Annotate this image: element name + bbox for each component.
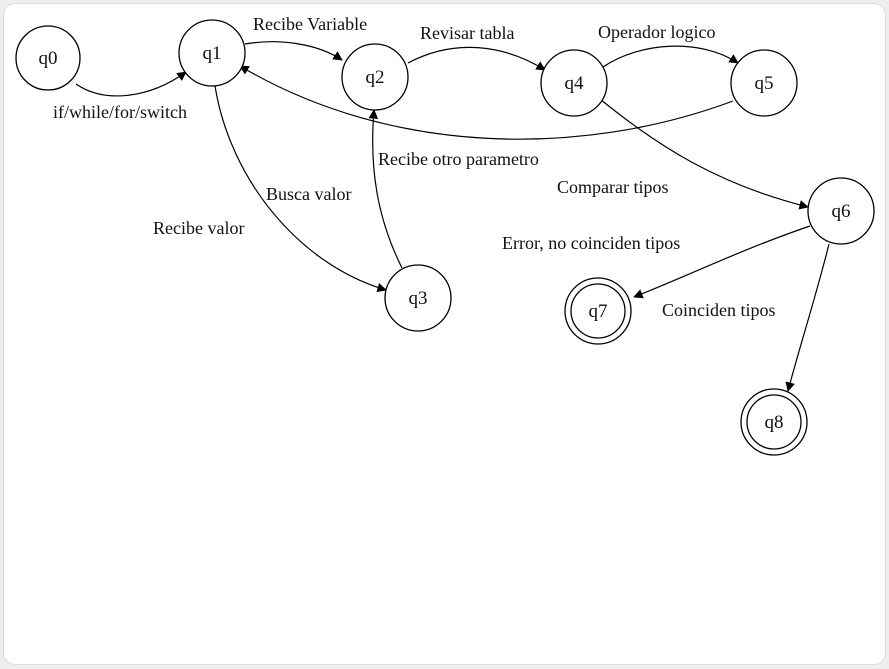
state-label-q5: q5 [755,73,774,94]
diagram-canvas [3,3,886,665]
label-q1-q3-recibe: Recibe valor [153,218,244,238]
state-q8-accepting: q8 [740,388,808,456]
state-q2: q2 [341,43,409,111]
label-q6-q7: Error, no coinciden tipos [502,233,680,253]
state-q7-accepting: q7 [564,277,632,345]
edge-q4-q6 [599,98,809,210]
label-q1-q2: Recibe Variable [253,14,367,34]
label-q2-q4: Revisar tabla [420,23,514,43]
edge-q1-q3 [214,85,387,293]
state-label-q6: q6 [832,201,851,222]
state-q5: q5 [730,49,798,117]
state-label-q8: q8 [765,412,784,433]
edge-q5-q1 [239,65,734,140]
state-label-q3: q3 [409,288,428,309]
state-q3: q3 [384,264,452,332]
edge-q1-q2 [244,41,343,61]
state-label-q4: q4 [565,73,585,94]
state-label-q0: q0 [39,48,58,69]
label-q3-q2: Recibe otro parametro [378,149,539,169]
edge-q3-q2 [368,109,403,269]
state-q4: q4 [540,49,608,117]
edge-labels: if/while/for/switch Recibe Variable Busc… [53,14,776,320]
states: q0 q1 q2 q3 q4 q5 q6 q7 [15,19,875,456]
state-q1: q1 [178,19,246,87]
state-label-q1: q1 [203,43,222,64]
edge-q6-q8 [785,243,830,392]
label-q6-q8: Coinciden tipos [662,300,776,320]
edge-q6-q7 [633,225,811,299]
label-q0-q1: if/while/for/switch [53,102,187,122]
state-q6: q6 [807,177,875,245]
edges [75,41,830,392]
state-q0: q0 [15,25,81,91]
label-q4-q5: Operador logico [598,22,715,42]
label-q4-q6: Comparar tipos [557,177,668,197]
edge-q0-q1 [75,71,187,97]
edge-q2-q4 [407,46,546,71]
state-label-q7: q7 [589,301,608,322]
edge-q4-q5 [602,45,739,68]
state-label-q2: q2 [366,67,385,88]
label-q1-q3-busca: Busca valor [266,184,351,204]
